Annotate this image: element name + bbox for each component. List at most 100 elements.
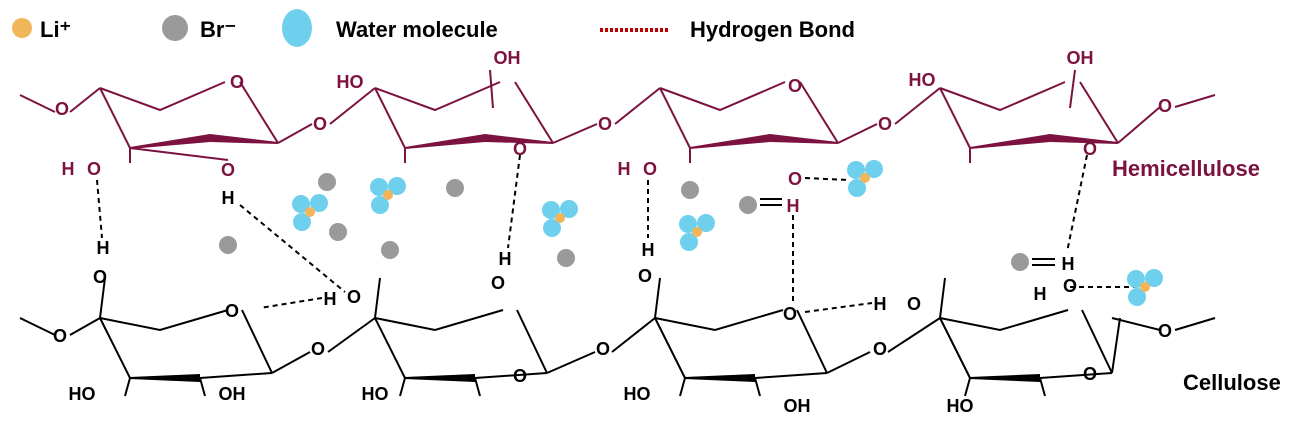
cell-ring-bond: [939, 309, 1069, 332]
cell-atom-label: O: [53, 326, 67, 346]
bond: [964, 377, 971, 397]
wedge-bond: [130, 374, 200, 382]
bonds: [19, 69, 1216, 397]
wedge-bond: [690, 134, 770, 149]
wedge-bond: [770, 134, 838, 144]
wedge-bond: [210, 134, 278, 144]
water-molecule: [697, 214, 715, 232]
cell-atom-label: O: [596, 339, 610, 359]
hydrogen-label: H: [642, 240, 655, 260]
cell-atom-label: O: [491, 273, 505, 293]
bond: [374, 277, 381, 319]
bond: [679, 377, 686, 397]
cell-ring-bond: [374, 317, 406, 379]
water-molecule: [1127, 270, 1145, 288]
bond: [129, 147, 229, 161]
bond: [199, 372, 273, 379]
hemi-atom-label: O: [55, 99, 69, 119]
hydrogen-label: H: [222, 188, 235, 208]
hemi-ring-bond: [99, 87, 131, 149]
bond: [474, 372, 548, 379]
cell-atom-label: O: [783, 304, 797, 324]
hemi-atom-label: OH: [1067, 48, 1094, 68]
li-ion: [555, 213, 565, 223]
cell-ring-bond: [654, 309, 784, 332]
wedge-bond: [970, 374, 1040, 382]
water-molecule: [370, 178, 388, 196]
cell-atom-label: O: [225, 301, 239, 321]
water-molecule: [543, 219, 561, 237]
cell-ring-bond: [939, 317, 971, 379]
cell-atom-label: O: [347, 287, 361, 307]
hydrogen-label: H: [787, 196, 800, 216]
cell-ring-bond: [241, 309, 273, 374]
hydrogen-label: H: [874, 294, 887, 314]
bond: [894, 87, 941, 125]
hemi-atom-label: O: [313, 114, 327, 134]
li-ion: [1140, 282, 1150, 292]
bond: [754, 372, 828, 379]
bond: [1174, 317, 1216, 331]
br-ion: [557, 249, 575, 267]
legend-water-label: Water molecule: [336, 17, 498, 42]
bond: [1069, 69, 1076, 109]
water-molecule: [679, 215, 697, 233]
hemi-atom-label: O: [1083, 139, 1097, 159]
br-ion: [381, 241, 399, 259]
bond: [474, 377, 481, 397]
hemi-ring-bond: [239, 81, 279, 144]
wedge-bond: [685, 374, 755, 382]
cell-atom-label: O: [1158, 321, 1172, 341]
bond: [271, 351, 311, 374]
cellulose-title: Cellulose: [1183, 370, 1281, 395]
bond: [329, 87, 376, 125]
bond: [1117, 106, 1161, 144]
hemi-atom-label: O: [878, 114, 892, 134]
br-ion: [318, 173, 336, 191]
ions: [219, 160, 1163, 306]
hemi-ring-bond: [659, 87, 691, 149]
cell-ring-bond: [374, 309, 504, 332]
bond: [546, 351, 596, 374]
cell-atom-label: O: [873, 339, 887, 359]
hemi-ring-bond: [374, 81, 501, 112]
br-ion: [1011, 253, 1029, 271]
bond: [19, 94, 56, 113]
bond: [837, 123, 878, 144]
bond: [1111, 317, 1121, 374]
legend-br-label: Br⁻: [200, 17, 236, 42]
hemi-ring-bond: [939, 87, 971, 149]
br-ion: [219, 236, 237, 254]
br-ion-legend-icon: [162, 15, 188, 41]
water-legend-icon: [282, 9, 312, 47]
hemi-atom-label: O: [643, 159, 657, 179]
water-molecule: [388, 177, 406, 195]
bond: [327, 317, 376, 353]
water-molecule: [848, 179, 866, 197]
hydrogen-label: H: [499, 249, 512, 269]
br-ion: [329, 223, 347, 241]
water-molecule: [292, 195, 310, 213]
hydrogen-label: H: [324, 289, 337, 309]
legend-hbond-label: Hydrogen Bond: [690, 17, 855, 42]
legend: Li⁺ Br⁻ Water molecule Hydrogen Bond: [12, 9, 855, 47]
water-molecule: [371, 196, 389, 214]
hydrogen-label: H: [1062, 254, 1075, 274]
water-molecule: [847, 161, 865, 179]
bond: [489, 69, 494, 109]
wedge-bond: [130, 134, 210, 149]
hydrogen-bond-line: [96, 179, 103, 239]
wedge-bond: [405, 374, 475, 382]
hemi-ring-bond: [374, 87, 406, 149]
cell-atom-label: HO: [362, 384, 389, 404]
bond: [69, 317, 101, 336]
bond: [552, 123, 598, 144]
cell-atom-label: O: [93, 267, 107, 287]
cell-ring-bond: [1081, 309, 1113, 374]
bond: [99, 277, 106, 319]
hemi-ring-bond: [799, 81, 839, 144]
bond: [826, 351, 871, 374]
